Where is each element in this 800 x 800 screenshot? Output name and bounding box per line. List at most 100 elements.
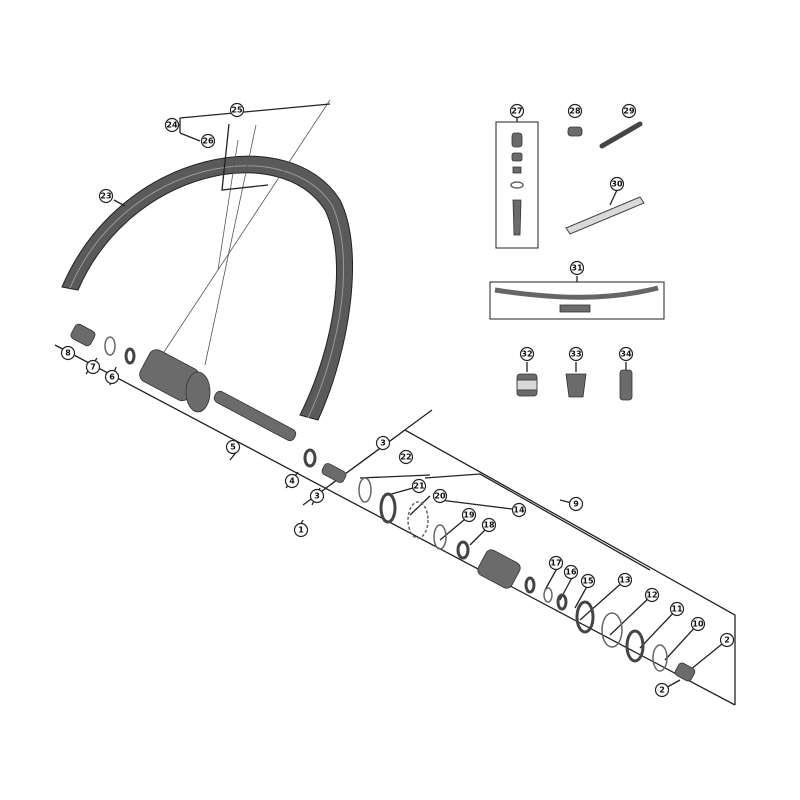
callout-circle (225, 439, 241, 455)
accessories (489, 118, 665, 401)
callout-label: 33 (570, 350, 581, 359)
callout-label: 2 (724, 636, 730, 645)
callout-label: 21 (413, 482, 425, 491)
callout-label: 34 (620, 350, 632, 359)
callout-circle (580, 573, 596, 589)
callout-14: 14 (511, 502, 527, 518)
callout-circle (104, 369, 120, 385)
callout-label: 1 (298, 526, 304, 535)
callout-circle (669, 601, 685, 617)
callout-29: 29 (621, 103, 637, 119)
callout-label: 13 (619, 576, 630, 585)
callout-16: 16 (563, 564, 579, 580)
callout-32: 32 (519, 346, 535, 362)
callout-8: 8 (60, 345, 76, 361)
callout-label: 20 (434, 492, 446, 501)
callout-circle (60, 345, 76, 361)
callout-33: 33 (568, 346, 584, 362)
callout-circle (511, 502, 527, 518)
callout-circle (609, 176, 625, 192)
callout-label: 30 (611, 180, 623, 189)
callout-circle (519, 346, 535, 362)
callout-circle (509, 103, 525, 119)
callout-label: 26 (202, 137, 214, 146)
callout-3: 3 (375, 435, 391, 451)
callout-5: 5 (225, 439, 241, 455)
callout-2: 2 (719, 632, 735, 648)
callout-label: 18 (483, 521, 495, 530)
callout-28: 28 (567, 103, 583, 119)
callout-31: 31 (569, 260, 585, 276)
callouts: 1223345678910111213141516171819202122232… (60, 102, 735, 698)
callout-circle (200, 133, 216, 149)
callout-circle (375, 435, 391, 451)
callout-circle (164, 117, 180, 133)
main-axis-line (54, 344, 736, 706)
callout-label: 19 (463, 511, 475, 520)
callout-label: 6 (109, 373, 115, 382)
callout-label: 5 (230, 443, 236, 452)
callout-circle (548, 555, 564, 571)
callout-circle (481, 517, 497, 533)
callout-19: 19 (461, 507, 477, 523)
callout-label: 12 (646, 591, 657, 600)
callout-circle (85, 359, 101, 375)
callout-25: 25 (229, 102, 245, 118)
callout-circle (568, 346, 584, 362)
callout-label: 8 (65, 349, 71, 358)
callout-circle (461, 507, 477, 523)
callout-17: 17 (548, 555, 564, 571)
callout-label: 15 (582, 577, 594, 586)
callout-11: 11 (669, 601, 685, 617)
callout-13: 13 (617, 572, 633, 588)
callout-22: 22 (398, 449, 414, 465)
callout-label: 24 (166, 121, 178, 130)
callout-circle (719, 632, 735, 648)
callout-circle (398, 449, 414, 465)
callout-label: 4 (289, 477, 295, 486)
callout-circle (621, 103, 637, 119)
callout-30: 30 (609, 176, 625, 192)
callout-circle (690, 616, 706, 632)
callout-4: 4 (284, 473, 300, 489)
callout-circle (229, 102, 245, 118)
hub-parts (70, 323, 696, 682)
callout-6: 6 (104, 369, 120, 385)
callout-label: 14 (513, 506, 525, 515)
callout-circle (654, 682, 670, 698)
callout-label: 29 (623, 107, 635, 116)
callout-label: 23 (100, 192, 111, 201)
callout-label: 9 (573, 500, 579, 509)
callout-circle (567, 103, 583, 119)
callout-label: 27 (511, 107, 522, 116)
callout-circle (293, 522, 309, 538)
callout-26: 26 (200, 133, 216, 149)
callout-circle (617, 572, 633, 588)
callout-label: 25 (231, 106, 243, 115)
callout-circle (618, 346, 634, 362)
callout-7: 7 (85, 359, 101, 375)
callout-label: 10 (692, 620, 704, 629)
callout-circle (98, 188, 114, 204)
callout-12: 12 (644, 587, 660, 603)
callout-label: 7 (90, 363, 96, 372)
callout-34: 34 (618, 346, 634, 362)
callout-circle (411, 478, 427, 494)
callout-3: 3 (309, 488, 325, 504)
callout-27: 27 (509, 103, 525, 119)
callout-label: 2 (659, 686, 665, 695)
callout-18: 18 (481, 517, 497, 533)
callout-label: 11 (671, 605, 683, 614)
callout-1: 1 (293, 522, 309, 538)
callout-24: 24 (164, 117, 180, 133)
callout-circle (568, 496, 584, 512)
callout-label: 28 (569, 107, 581, 116)
callout-21: 21 (411, 478, 427, 494)
callout-label: 17 (550, 559, 561, 568)
spokes (159, 99, 331, 366)
callout-label: 22 (400, 453, 411, 462)
callout-label: 16 (565, 568, 577, 577)
callout-23: 23 (98, 188, 114, 204)
callout-label: 31 (571, 264, 583, 273)
